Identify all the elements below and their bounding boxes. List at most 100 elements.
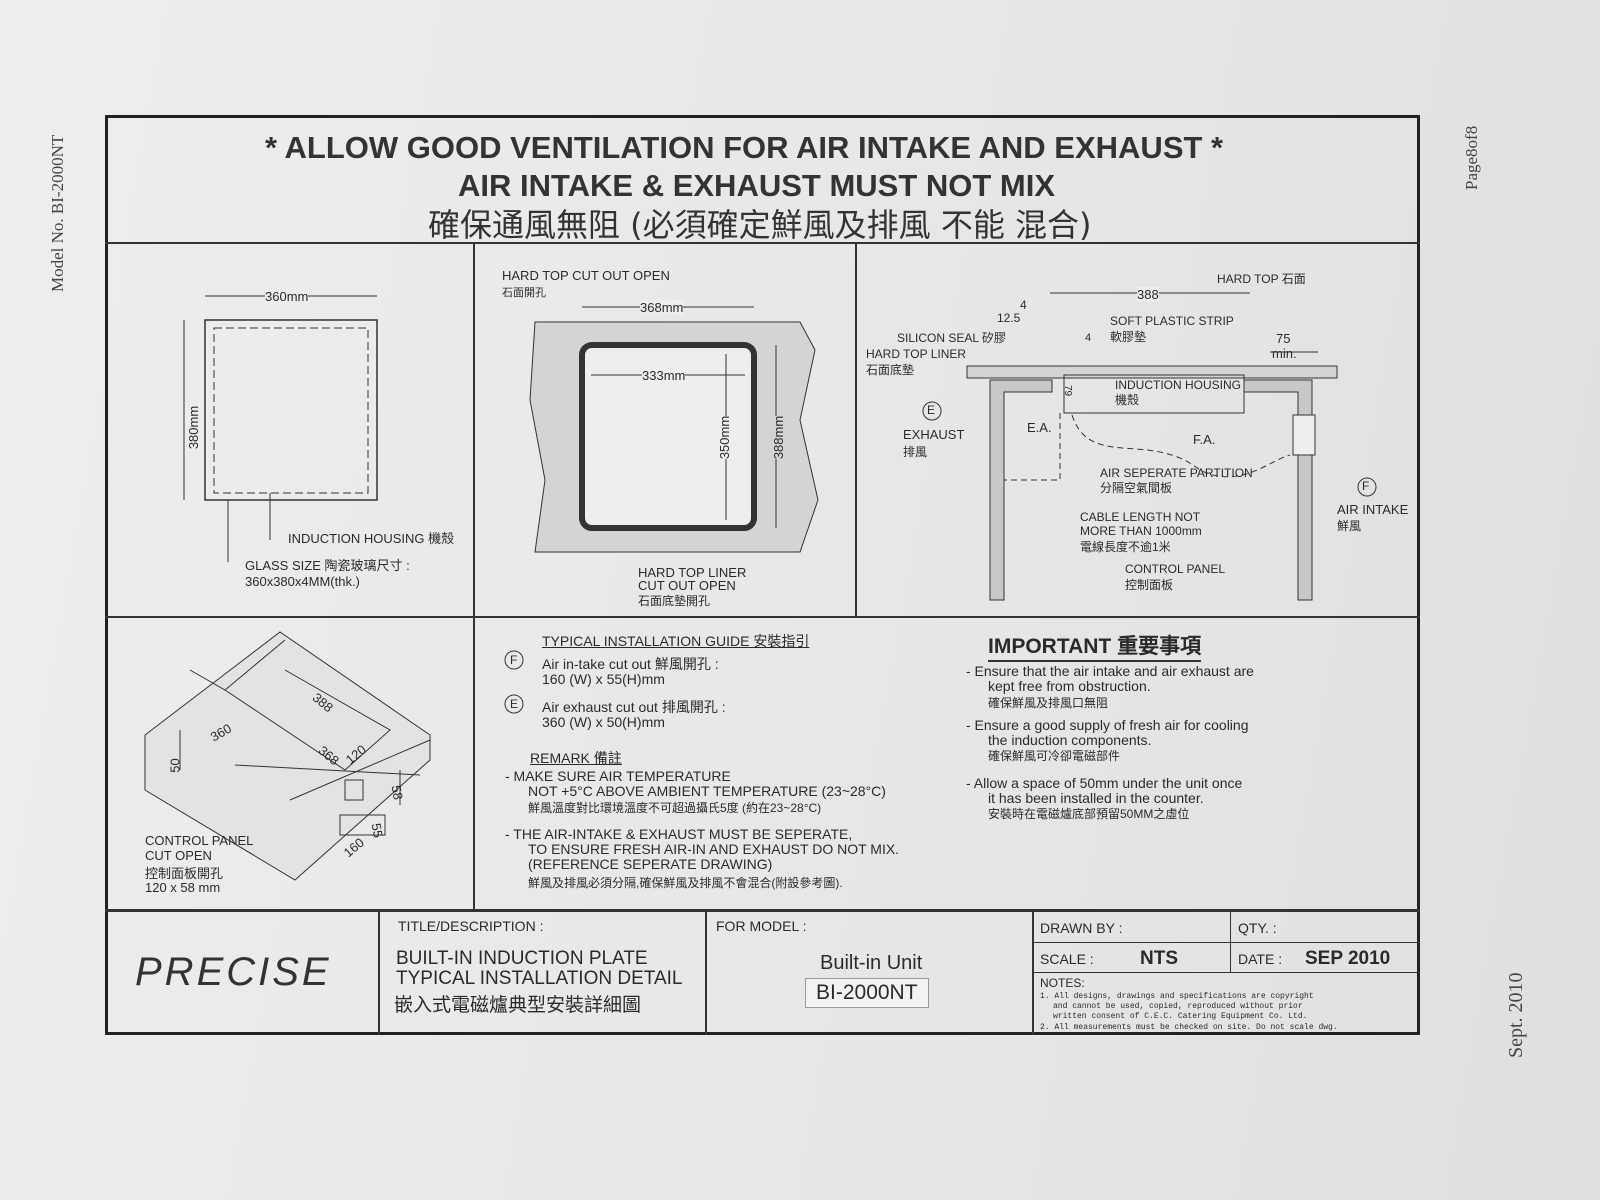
liner-label-cn: 石面底墊 bbox=[866, 363, 915, 377]
divider bbox=[855, 242, 857, 617]
date-value: SEP 2010 bbox=[1305, 948, 1391, 969]
cp-cut-label-2: CUT OPEN bbox=[145, 848, 212, 863]
housing-label: INDUCTION HOUSING 機殼 bbox=[288, 531, 455, 546]
divider bbox=[105, 909, 1420, 912]
cutout-label: HARD TOP CUT OUT OPEN bbox=[502, 268, 670, 283]
note-1b: and cannot be used, copied, reproduced w… bbox=[1053, 1002, 1303, 1011]
dim-min: min. bbox=[1272, 346, 1297, 361]
cable-label-cn: 電線長度不逾1米 bbox=[1080, 540, 1171, 554]
divider bbox=[1032, 942, 1420, 943]
important-2c: 確保鮮風可冷卻電磁部件 bbox=[988, 749, 1121, 763]
header-line-1: * ALLOW GOOD VENTILATION FOR AIR INTAKE … bbox=[265, 130, 1224, 165]
liner-label-cn: 石面底墊開孔 bbox=[638, 594, 711, 608]
liner-label-1: HARD TOP LINER bbox=[638, 565, 747, 580]
dim-79: 79 bbox=[1062, 384, 1074, 397]
outer-width-dim: 368mm bbox=[640, 300, 684, 315]
model-line-1: Built-in Unit bbox=[820, 952, 923, 974]
precise-logo: PRECISE bbox=[135, 950, 332, 994]
strip-label-cn: 軟膠墊 bbox=[1110, 330, 1147, 344]
glass-width-dim: 360mm bbox=[265, 289, 309, 304]
housing-label-cn: 機殼 bbox=[1115, 393, 1140, 407]
partition-label-cn: 分隔空氣間板 bbox=[1100, 481, 1173, 495]
cable-label-2: MORE THAN 1000mm bbox=[1080, 524, 1202, 538]
partition-label: AIR SEPERATE PARTITION bbox=[1100, 466, 1253, 480]
important-title: IMPORTANT 重要事項 bbox=[988, 630, 1202, 662]
ea-label: E.A. bbox=[1027, 420, 1052, 435]
inner-height-dim: 350mm bbox=[717, 415, 733, 460]
guide-markers bbox=[504, 650, 524, 714]
inner-width-dim: 333mm bbox=[642, 368, 686, 383]
cutout-label-cn: 石面開孔 bbox=[502, 287, 546, 299]
divider bbox=[105, 242, 1420, 244]
title-line-3: 嵌入式電磁爐典型安裝詳細圖 bbox=[394, 995, 642, 1016]
glass-size-label: GLASS SIZE 陶瓷玻璃尺寸 : bbox=[245, 558, 410, 573]
title-label: TITLE/DESCRIPTION : bbox=[398, 918, 544, 934]
important-1b: kept free from obstruction. bbox=[988, 678, 1151, 694]
liner-label-2: CUT OUT OPEN bbox=[638, 578, 736, 593]
important-2a: - Ensure a good supply of fresh air for … bbox=[966, 717, 1249, 733]
model-line-2: BI-2000NT bbox=[805, 978, 929, 1008]
dim-4-vertical: 4 bbox=[1085, 332, 1092, 344]
qty-label: QTY. : bbox=[1238, 920, 1277, 936]
remark-2c: (REFERENCE SEPERATE DRAWING) bbox=[528, 856, 773, 872]
divider bbox=[473, 242, 475, 910]
note-1a: 1. All designs, drawings and specificati… bbox=[1040, 992, 1314, 1001]
exhaust-marker: E bbox=[510, 697, 519, 711]
iso-dim-55: 55 bbox=[368, 822, 386, 839]
glass-outline bbox=[183, 295, 378, 562]
divider bbox=[105, 616, 1420, 618]
divider bbox=[705, 910, 707, 1035]
note-2: 2. All measurements must be checked on s… bbox=[1040, 1023, 1338, 1032]
remark-2a: - THE AIR-INTAKE & EXHAUST MUST BE SEPER… bbox=[505, 826, 853, 842]
date-label: DATE : bbox=[1238, 951, 1283, 967]
divider bbox=[1230, 910, 1231, 972]
divider bbox=[1032, 972, 1420, 973]
iso-dim-50: 50 bbox=[167, 758, 183, 773]
remark-2d: 鮮風及排風必須分隔,確保鮮風及排風不會混合(附設參考圖). bbox=[528, 876, 843, 890]
section-view bbox=[922, 292, 1377, 601]
glass-size-value: 360x380x4MM(thk.) bbox=[245, 574, 360, 589]
cable-label-1: CABLE LENGTH NOT bbox=[1080, 510, 1201, 524]
note-1c: written consent of C.E.C. Catering Equip… bbox=[1053, 1012, 1308, 1021]
cp-cut-dims: 120 x 58 mm bbox=[145, 880, 221, 895]
remark-1a: - MAKE SURE AIR TEMPERATURE bbox=[505, 768, 731, 784]
important-1a: - Ensure that the air intake and air exh… bbox=[966, 663, 1254, 679]
drawn-by-label: DRAWN BY : bbox=[1040, 920, 1123, 936]
intake-marker: F bbox=[1362, 479, 1370, 493]
intake-label-cn: 鮮風 bbox=[1337, 519, 1362, 533]
cutout-plan bbox=[529, 306, 819, 553]
silicon-seal-label: SILICON SEAL 矽膠 bbox=[897, 331, 1006, 345]
divider bbox=[378, 910, 380, 1035]
dim-75: 75 bbox=[1276, 331, 1291, 346]
important-3c: 安裝時在電磁爐底部預留50MM之虛位 bbox=[988, 807, 1190, 821]
header-line-2: AIR INTAKE & EXHAUST MUST NOT MIX bbox=[458, 168, 1056, 203]
scale-label: SCALE : bbox=[1040, 951, 1094, 967]
iso-dim-58: 58 bbox=[388, 784, 406, 801]
guide-title: TYPICAL INSTALLATION GUIDE 安裝指引 bbox=[542, 633, 810, 649]
dim-388: 388 bbox=[1137, 287, 1159, 302]
glass-height-dim: 380mm bbox=[186, 405, 202, 450]
cp-cut-label-1: CONTROL PANEL bbox=[145, 833, 254, 848]
header-line-3: 確保通風無阻 (必須確定鮮風及排風 不能 混合) bbox=[428, 206, 1092, 244]
strip-label: SOFT PLASTIC STRIP bbox=[1110, 314, 1234, 328]
exhaust-label: EXHAUST bbox=[903, 427, 965, 442]
remark-1c: 鮮風溫度對比環境溫度不可超過攝氏5度 (約在23~28°C) bbox=[528, 801, 822, 815]
important-3a: - Allow a space of 50mm under the unit o… bbox=[966, 775, 1243, 791]
guide-intake-2: 160 (W) x 55(H)mm bbox=[542, 671, 665, 687]
remark-title: REMARK 備註 bbox=[530, 750, 622, 766]
remark-2b: TO ENSURE FRESH AIR-IN AND EXHAUST DO NO… bbox=[528, 841, 900, 857]
control-panel-label-cn: 控制面板 bbox=[1125, 578, 1174, 592]
intake-label: AIR INTAKE bbox=[1337, 502, 1409, 517]
fa-label: F.A. bbox=[1193, 432, 1216, 447]
cp-cut-label-cn: 控制面板開孔 bbox=[145, 866, 224, 881]
housing-label: INDUCTION HOUSING bbox=[1115, 378, 1241, 392]
scale-value: NTS bbox=[1140, 948, 1178, 969]
hard-top-label: HARD TOP 石面 bbox=[1217, 272, 1306, 286]
important-2b: the induction components. bbox=[988, 732, 1152, 748]
control-panel-label: CONTROL PANEL bbox=[1125, 562, 1226, 576]
intake-marker: F bbox=[510, 653, 518, 667]
guide-exhaust-2: 360 (W) x 50(H)mm bbox=[542, 714, 665, 730]
remark-1b: NOT +5°C ABOVE AMBIENT TEMPERATURE (23~2… bbox=[528, 783, 886, 799]
